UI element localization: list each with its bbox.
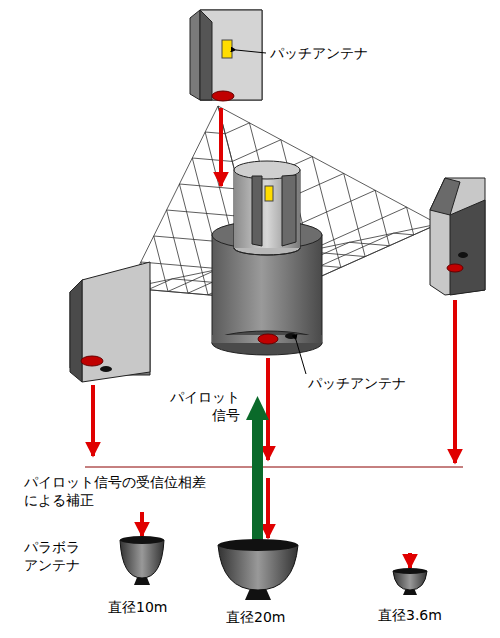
dimension-label: 直径10m: [108, 598, 188, 616]
leader-line: [236, 50, 266, 53]
note-label: パイロット信号の受信位相差 による補正: [24, 473, 224, 509]
part-label: パッチアンテナ: [270, 44, 390, 62]
mesh-line: [179, 184, 239, 189]
dimension-label: 直径20m: [226, 608, 306, 626]
mesh-line: [394, 233, 414, 235]
dimension-label: 直径3.6m: [378, 606, 458, 624]
downlink-arrows: [93, 108, 455, 568]
satellite-center: [212, 161, 322, 355]
mesh-line: [128, 106, 218, 288]
mesh-line: [167, 210, 188, 293]
mesh-line: [344, 173, 365, 256]
satellite-top: [190, 10, 262, 101]
satellite-right: [430, 178, 485, 295]
leader-line: [296, 340, 306, 374]
part-label: パラボラ アンテナ: [24, 538, 96, 574]
mesh-line: [148, 279, 172, 290]
part-label: パッチアンテナ: [308, 374, 428, 392]
parabolic-dishes: [120, 536, 427, 600]
correction-line: [85, 467, 463, 468]
signal-label: パイロット 信号: [160, 388, 240, 424]
mesh-line: [407, 207, 414, 235]
mesh-line: [225, 123, 249, 134]
satellite-left: [70, 262, 150, 382]
pilot-arrow: [246, 396, 269, 540]
